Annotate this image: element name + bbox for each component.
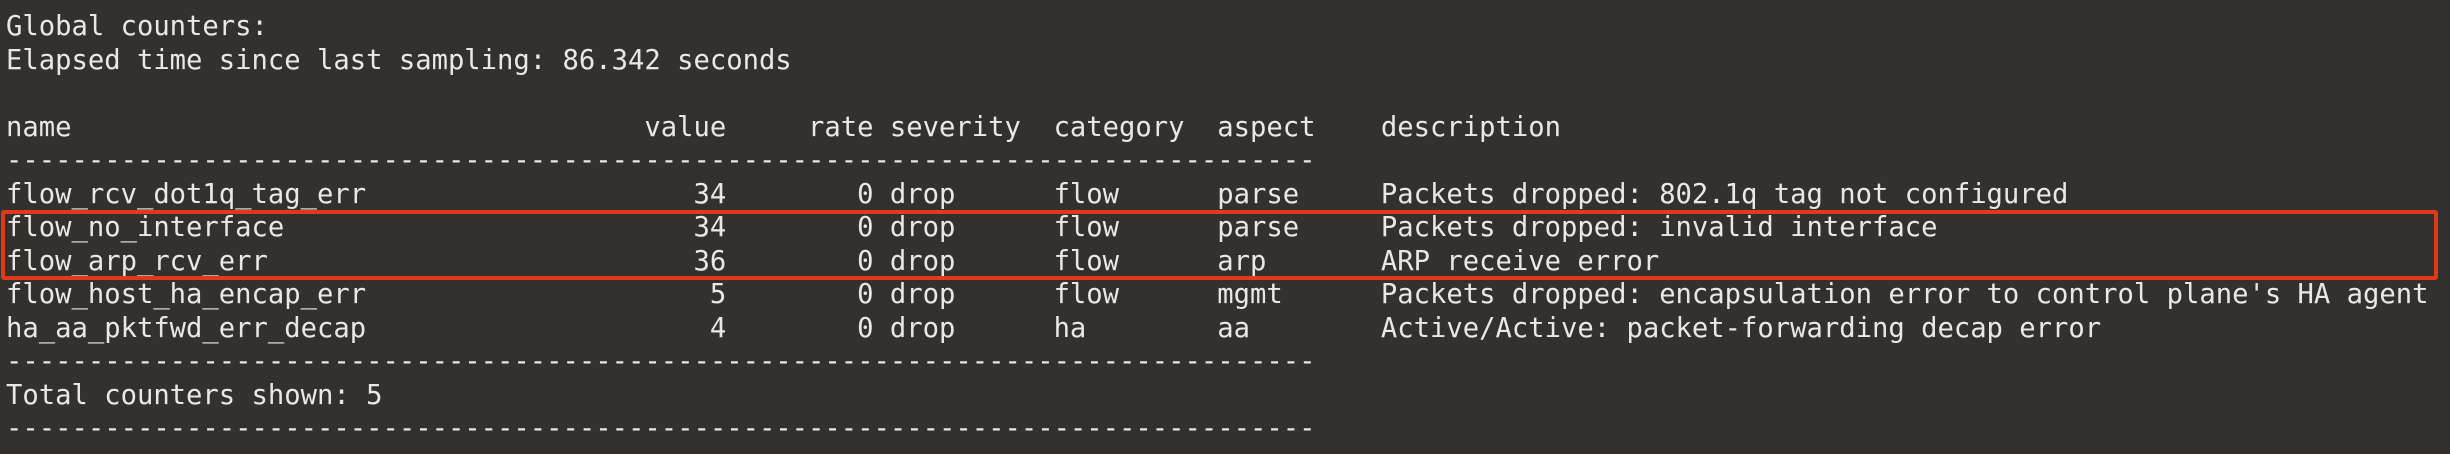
- separator-line: ----------------------------------------…: [6, 346, 1316, 377]
- total-counters-label: Total counters shown: 5: [6, 379, 383, 411]
- table-row: flow_no_interface 34 0 drop flow parse P…: [6, 212, 1938, 243]
- elapsed-time-label: Elapsed time since last sampling: 86.342…: [6, 44, 792, 76]
- table-header-row: name value rate severity category aspect…: [6, 111, 1561, 143]
- global-counters-label: Global counters:: [6, 11, 268, 42]
- table-row: flow_arp_rcv_err 36 0 drop flow arp ARP …: [6, 245, 1660, 277]
- separator-line: ----------------------------------------…: [6, 145, 1316, 176]
- table-row: flow_rcv_dot1q_tag_err 34 0 drop flow pa…: [6, 178, 2069, 210]
- blank-line: [6, 77, 2450, 111]
- table-row: ha_aa_pktfwd_err_decap 4 0 drop ha aa Ac…: [6, 312, 2102, 344]
- separator-line: ----------------------------------------…: [6, 413, 1316, 444]
- table-body: flow_rcv_dot1q_tag_err 34 0 drop flow pa…: [6, 178, 2450, 346]
- table-row: flow_host_ha_encap_err 5 0 drop flow mgm…: [6, 279, 2429, 310]
